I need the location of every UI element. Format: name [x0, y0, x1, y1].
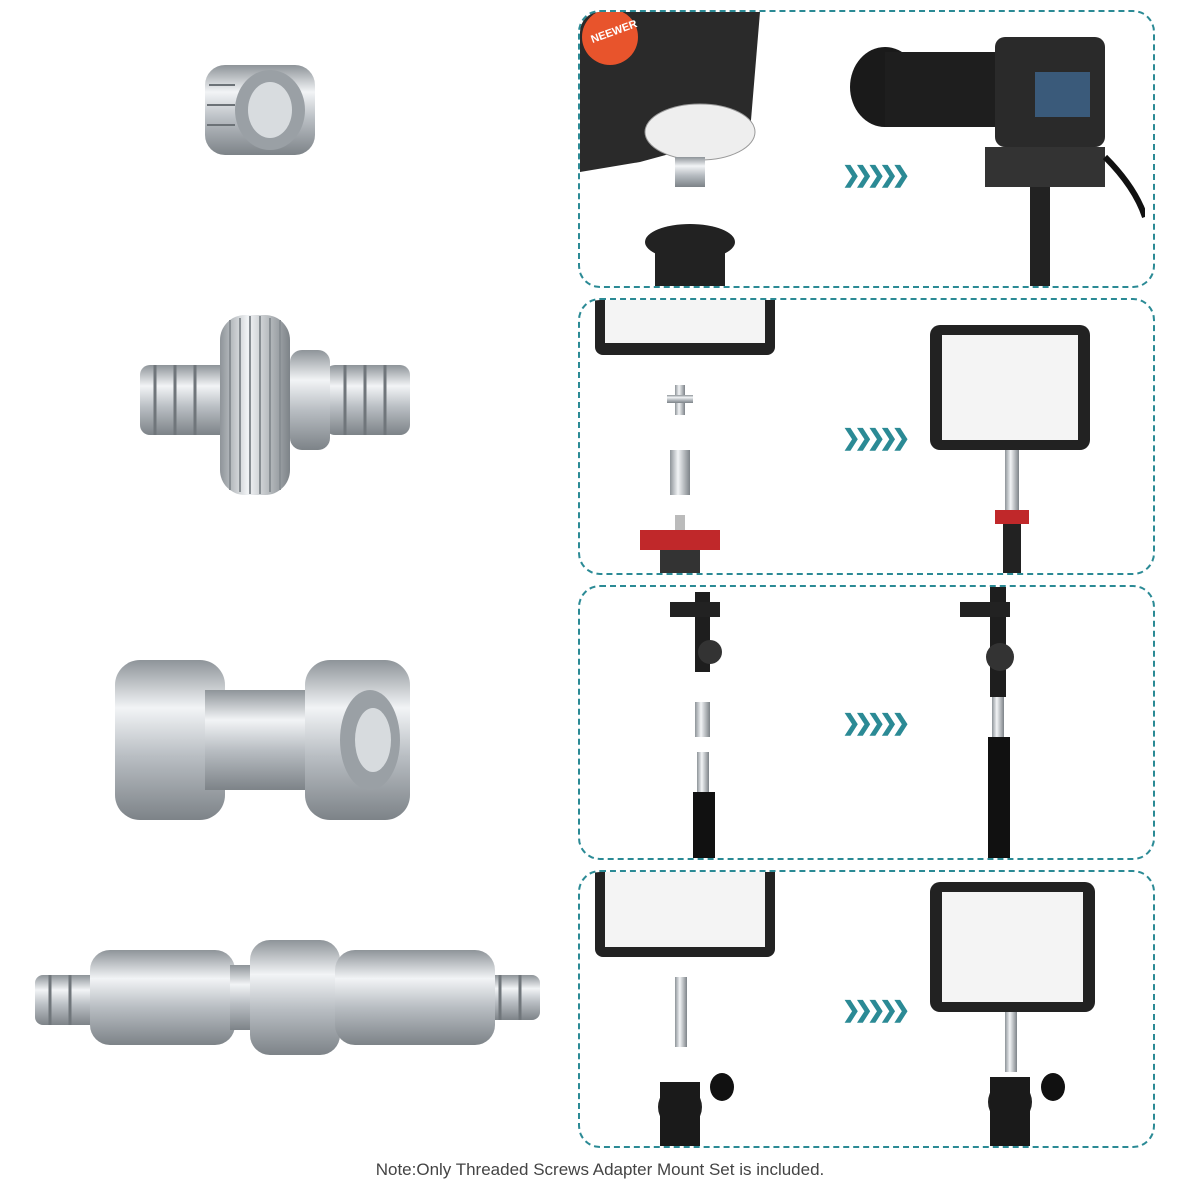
included-note: Note:Only Threaded Screws Adapter Mount …	[375, 1160, 825, 1179]
led-panel-small-image	[595, 872, 775, 957]
panel-tripod-head-to-camera: NEEWER ❯❯❯❯❯	[578, 10, 1155, 288]
led-panel-on-ball-head-image	[930, 882, 1095, 1146]
adapter-parts-image	[640, 385, 720, 573]
arrow-icon: ❯❯❯❯❯	[842, 997, 910, 1022]
bracket-on-stand-image	[960, 587, 1014, 858]
double-male-screw-image	[140, 315, 410, 495]
male-spigot-stud-image	[35, 940, 540, 1055]
arrow-icon: ❯❯❯❯❯	[842, 710, 910, 735]
female-spigot-adapter-image	[115, 660, 410, 820]
spigot-and-ball-head-image	[658, 977, 734, 1146]
led-panel-on-stand-image	[930, 325, 1090, 573]
arrow-icon: ❯❯❯❯❯	[842, 162, 910, 187]
panel-umbrella-bracket-to-stand: ❯❯❯❯❯	[578, 585, 1155, 860]
led-panel-small-image	[595, 300, 775, 355]
tripod-head-image	[580, 12, 760, 286]
arrow-icon: ❯❯❯❯❯	[842, 425, 910, 450]
panel-light-stand-to-led-panel: ❯❯❯❯❯	[578, 298, 1155, 575]
bracket-and-stand-parts-image	[670, 592, 722, 858]
screw-adapter-bushing-image	[205, 65, 315, 155]
panel-ball-head-to-led-panel: ❯❯❯❯❯	[578, 870, 1155, 1148]
camera-on-tripod-image	[850, 37, 1145, 286]
